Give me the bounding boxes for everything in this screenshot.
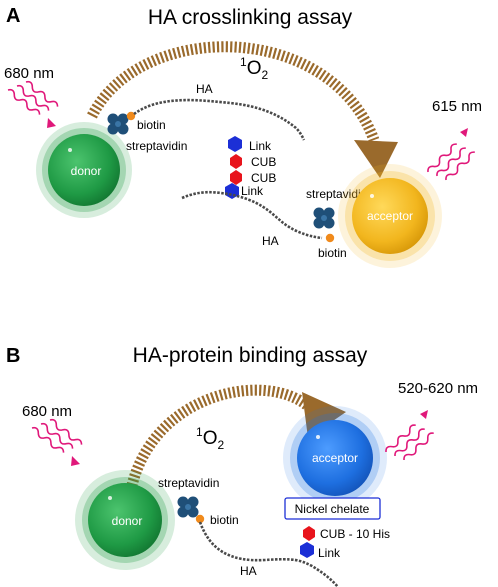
link-protein-icon [300,542,314,558]
incoming-light-waves-b [29,417,84,466]
singlet-oxygen-label-a: 1O2 [240,55,268,82]
acceptor-label-b: acceptor [312,451,358,465]
link-label-a-bottom: Link [241,184,264,198]
cub-domain-icon [303,526,315,541]
incoming-light-waves-a [5,79,60,128]
link-protein-icon [228,136,242,152]
panel-b: B HA-protein binding assay 680 nm 1O2 do… [6,344,478,587]
singlet-oxygen-arrow-b [124,384,314,496]
ha-label-a-top: HA [196,82,213,96]
ha-label-a-bottom: HA [262,234,279,248]
streptavidin-label-a-bottom: streptavidin [306,187,367,201]
nickel-chelate-box [284,497,381,520]
acceptor-bead-b [297,420,373,496]
nickel-chelate-label: Nickel chelate [295,502,370,516]
panel-a: A HA crosslinking assay 680 nm 1O2 donor… [4,5,482,268]
biotin-icon [325,233,335,243]
outgoing-light-waves-b [383,410,437,463]
panel-b-wavelength-out: 520-620 nm [398,380,478,397]
panel-b-wavelength-in: 680 nm [22,403,72,420]
streptavidin-label-b: streptavidin [158,476,219,490]
ha-chain-b [198,521,339,587]
donor-bead-b [88,483,162,557]
singlet-oxygen-arrow-a [87,41,380,142]
outgoing-light-waves-a [425,128,478,183]
streptavidin-icon [313,207,335,229]
panel-a-title: HA crosslinking assay [148,6,353,29]
cub-label-a-top: CUB [251,155,276,169]
donor-bead-a [48,134,120,206]
ha-chain-a-top [133,98,306,141]
streptavidin-label-a-top: streptavidin [126,139,187,153]
biotin-label-a-top: biotin [137,118,166,132]
donor-label-a: donor [71,164,102,178]
panel-a-wavelength-out: 615 nm [432,98,482,115]
panel-b-title: HA-protein binding assay [133,344,368,367]
cub-his-label: CUB - 10 His [320,527,390,541]
ha-chain-a-bottom [181,190,323,240]
streptavidin-icon [177,496,199,518]
cub-domain-icon [230,154,242,169]
biotin-label-a-bottom: biotin [318,246,347,260]
singlet-oxygen-label-b: 1O2 [196,425,224,452]
ha-label-b: HA [240,564,257,578]
biotin-label-b: biotin [210,513,239,527]
biotin-icon [126,111,136,121]
link-label-b: Link [318,546,341,560]
panel-a-letter: A [6,5,20,27]
cub-domain-icon [230,170,242,185]
acceptor-label-a: acceptor [367,209,413,223]
panel-b-letter: B [6,345,20,367]
cub-label-a-bottom: CUB [251,171,276,185]
singlet-oxygen-arrowhead-b [302,392,346,438]
singlet-oxygen-arrowhead-a [354,140,398,178]
link-label-a-top: Link [249,139,272,153]
streptavidin-icon [107,113,129,135]
panel-a-wavelength-in: 680 nm [4,65,54,82]
donor-label-b: donor [112,514,143,528]
biotin-icon [195,514,205,524]
